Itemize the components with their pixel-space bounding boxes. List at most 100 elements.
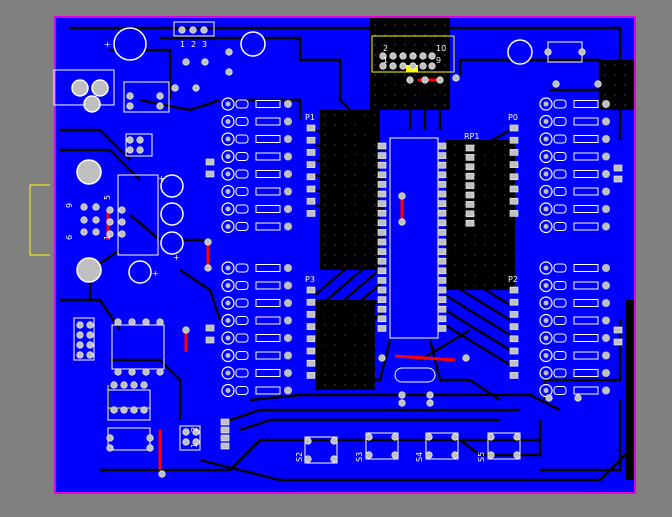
- led-pad-hole: [543, 136, 549, 142]
- component-pad: [398, 399, 406, 407]
- mcu-right-pin: [437, 171, 447, 179]
- component-pad: [120, 381, 128, 389]
- resistor-body: [255, 100, 281, 108]
- led-pad-hole: [543, 370, 549, 376]
- mcu-right-pin: [437, 209, 447, 217]
- component-pad: [92, 228, 100, 236]
- component-pad: [406, 76, 414, 84]
- component-pad: [86, 331, 94, 339]
- resistor-pad: [602, 351, 610, 360]
- component-pad: [86, 341, 94, 349]
- led-pad-hole: [225, 300, 231, 306]
- connector-p2-pin: [509, 372, 519, 379]
- component-pad: [136, 136, 144, 144]
- component-pad: [594, 80, 602, 88]
- led-pad-hole: [543, 353, 549, 358]
- connector-p2-pin: [509, 359, 519, 367]
- led-pad-hole: [543, 335, 549, 341]
- resistor-pad: [602, 135, 610, 143]
- mcu-right-pin: [437, 286, 447, 294]
- component-pad: [114, 318, 122, 326]
- component-pad: [178, 26, 186, 34]
- label-db-5: 5: [103, 195, 112, 200]
- resistor-body: [573, 316, 599, 325]
- mcu-right-pin: [437, 142, 447, 150]
- led-body: [235, 99, 249, 109]
- mcu-right-pin: [437, 200, 447, 207]
- component-pad: [452, 74, 460, 82]
- resistor-body: [255, 205, 281, 213]
- resistor-body: [255, 264, 281, 272]
- component-pad: [436, 76, 444, 84]
- component-pad: [106, 434, 114, 442]
- led-body: [553, 152, 567, 161]
- led-pad-hole: [225, 283, 231, 288]
- led-body: [235, 298, 249, 308]
- mcu-left-pin: [377, 267, 387, 275]
- led-pad-hole: [225, 335, 231, 341]
- label-rp1: RP1: [464, 132, 479, 141]
- resistor-pad: [284, 117, 292, 126]
- mcu-right-pin: [437, 181, 447, 188]
- led-pad-hole: [543, 171, 549, 177]
- led-body: [553, 99, 567, 109]
- mcu-left-pin: [377, 315, 387, 323]
- component-pad: [552, 80, 560, 88]
- rp1-pin: [465, 172, 475, 180]
- component-pad: [426, 399, 434, 407]
- led-pad-hole: [225, 101, 231, 107]
- connector-p1-pin: [306, 210, 316, 217]
- resistor-body: [573, 117, 599, 126]
- component-pad: [114, 368, 122, 376]
- resistor-body: [255, 316, 281, 325]
- led-pad-hole: [543, 265, 549, 271]
- component-pad: [182, 326, 190, 334]
- component-pad: [146, 444, 154, 452]
- component-pad: [330, 455, 338, 463]
- component-pad: [146, 434, 154, 442]
- connector-p1-pin: [306, 173, 316, 181]
- mcu-right-pin: [437, 315, 447, 323]
- mcu-left-pin: [377, 190, 387, 198]
- mcu-left-pin: [377, 325, 387, 332]
- component-pad: [192, 84, 200, 92]
- label-db-9: 9: [65, 203, 74, 208]
- label-plus-b: +: [158, 174, 165, 183]
- connector-p0-pin: [509, 173, 519, 181]
- component-pad: [379, 52, 387, 60]
- component-pad: [409, 62, 417, 70]
- connector-p2-pin: [509, 311, 519, 318]
- switch-header-pin: [220, 434, 230, 442]
- rp1-pin: [465, 182, 475, 189]
- resistor-body: [573, 100, 599, 108]
- label-db-6: 6: [65, 235, 74, 240]
- resistor-pad: [602, 187, 610, 196]
- led-body: [235, 263, 249, 273]
- resistor-body: [255, 222, 281, 231]
- mcu-right-pin: [437, 229, 447, 236]
- connector-p3-pin: [306, 347, 316, 355]
- component-pad: [391, 451, 399, 459]
- mcu-right-pin: [437, 325, 447, 332]
- mcu-right-pin: [437, 190, 447, 198]
- led-pad-hole: [225, 265, 231, 271]
- led-body: [553, 117, 567, 126]
- mcu-right-pin: [437, 296, 447, 303]
- resistor-pad: [284, 299, 292, 307]
- component-pad: [513, 451, 521, 459]
- component-pad: [171, 84, 179, 92]
- component-pad: [462, 354, 470, 362]
- led-body: [235, 316, 249, 325]
- resistor-body: [255, 117, 281, 126]
- rp1-pin: [465, 210, 475, 218]
- component-pad: [130, 381, 138, 389]
- component-pad: [156, 318, 164, 326]
- component-pad: [200, 26, 208, 34]
- component-pad: [106, 444, 114, 452]
- top-layer-traces: [106, 78, 456, 470]
- component-pad: [140, 381, 148, 389]
- label-s3: S3: [355, 452, 364, 462]
- label-s4: S4: [415, 452, 424, 462]
- component-pad: [118, 218, 126, 226]
